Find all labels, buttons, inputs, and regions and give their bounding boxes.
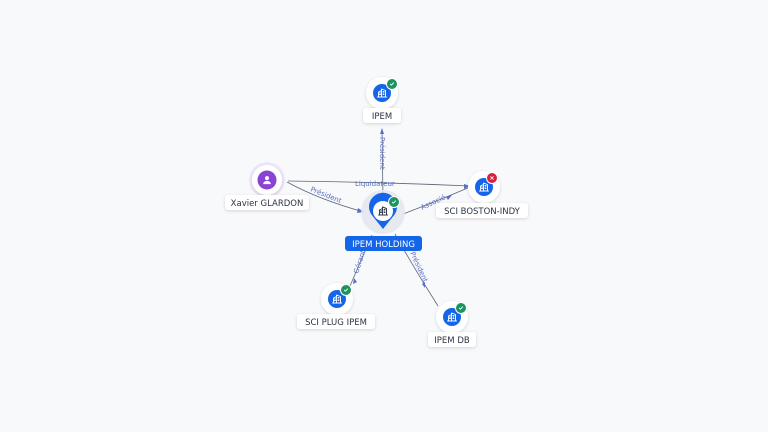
- edge-label: Liquidateur: [355, 180, 395, 188]
- node-sci-plug-ipem[interactable]: SCI PLUG IPEM: [297, 283, 375, 329]
- node-ipem-db[interactable]: IPEM DB: [428, 301, 476, 347]
- edge-ipem-holding-ipem[interactable]: Président: [378, 128, 386, 201]
- node-label: IPEM HOLDING: [352, 240, 415, 250]
- node-label: Xavier GLARDON: [231, 199, 304, 209]
- edge-line: [381, 128, 384, 201]
- node-ipem[interactable]: IPEM: [363, 77, 401, 123]
- node-label-bg: [428, 332, 476, 347]
- node-label-bg: [225, 195, 309, 210]
- edge-label: Président: [408, 250, 429, 283]
- edge-line: [402, 186, 471, 215]
- node-icon-bg: [373, 84, 391, 102]
- node-label-bg: [297, 314, 375, 329]
- node-label-bg: [436, 203, 528, 218]
- node-xavier-glardon[interactable]: Xavier GLARDON: [225, 162, 309, 210]
- edge-label: Gérant: [352, 249, 367, 275]
- edge-arrow: [464, 184, 470, 189]
- node-ipem-holding[interactable]: IPEM HOLDING: [345, 190, 422, 251]
- node-label: IPEM DB: [434, 336, 470, 346]
- edge-arrow: [380, 128, 384, 134]
- edge-line: [287, 180, 471, 187]
- node-icon-bg: [328, 290, 346, 308]
- node-label: IPEM: [372, 112, 392, 122]
- edge-arrow: [353, 278, 357, 284]
- node-icon-bg: [443, 308, 461, 326]
- edge-label: Président: [378, 137, 386, 170]
- edge-arrow: [422, 282, 425, 288]
- edge-arrow: [446, 195, 452, 200]
- node-label-bg: [345, 236, 422, 251]
- edge-xavier-sci-boston[interactable]: Liquidateur: [287, 180, 471, 189]
- node-sci-boston-indy[interactable]: SCI BOSTON-INDY: [436, 171, 528, 218]
- node-label-bg: [363, 108, 401, 123]
- edge-line: [286, 181, 365, 213]
- node-icon-bg: [373, 201, 393, 221]
- node-label: SCI BOSTON-INDY: [444, 207, 521, 217]
- nodes-layer: IPEM Xavier GLARDON SCI BOSTON-INDY: [225, 77, 528, 347]
- node-label: SCI PLUG IPEM: [305, 318, 367, 328]
